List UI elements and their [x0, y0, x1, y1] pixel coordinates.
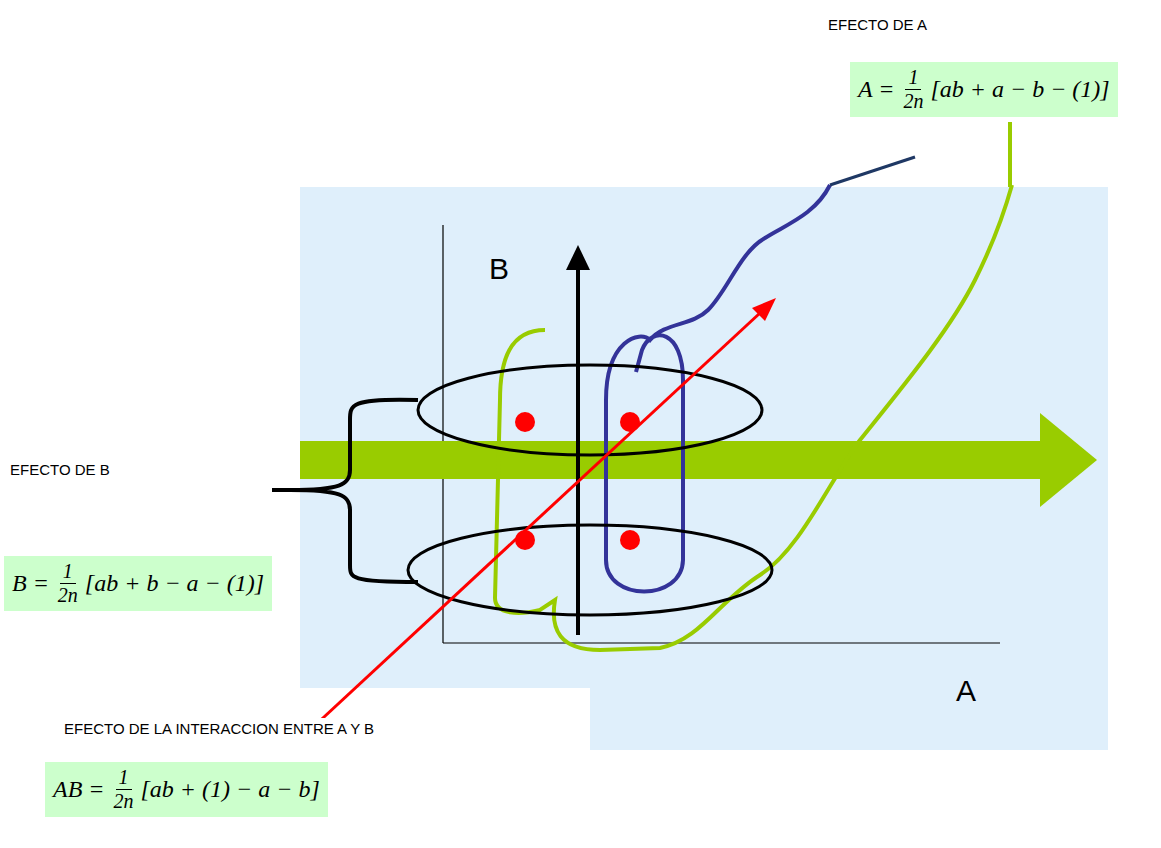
b-axis-arrow-head [566, 245, 590, 270]
green-leader [1008, 122, 1012, 187]
axis-b-label: B [489, 252, 509, 286]
interaction-arrow-head [752, 298, 776, 321]
formula-body: [ab + a − b − (1)] [930, 76, 1109, 103]
fraction: 12n [111, 766, 137, 813]
numerator: 1 [116, 766, 132, 790]
denominator: 2n [111, 790, 137, 813]
denominator: 2n [900, 90, 926, 113]
b-brace [290, 400, 418, 582]
bottom-ellipse [408, 525, 772, 615]
interaction-arrow [310, 313, 760, 730]
fraction: 12n [55, 560, 81, 607]
blue-leader [830, 157, 915, 185]
interaction-formula: AB =12n[ab + (1) − a − b] [45, 762, 328, 817]
formula-body: [ab + b − a − (1)] [85, 570, 264, 597]
effect-a-formula: A =12n[ab + a − b − (1)] [850, 62, 1118, 117]
axis-a [443, 642, 1000, 643]
formula-body: [ab + (1) − a − b] [141, 776, 320, 803]
effect-b-formula: B =12n[ab + b − a − (1)] [4, 556, 272, 611]
green-curve [495, 185, 1012, 650]
brace-tip [272, 488, 292, 492]
design-point [515, 412, 535, 432]
denominator: 2n [55, 584, 81, 607]
effect-b-label: EFECTO DE B [10, 461, 110, 478]
blue-curve [606, 185, 830, 592]
formula-lhs: AB = [53, 776, 105, 803]
a-effect-arrow-head [1040, 413, 1097, 507]
top-ellipse [418, 365, 762, 455]
interaction-label: EFECTO DE LA INTERACCION ENTRE A Y B [60, 718, 378, 739]
panel-ground [300, 187, 1108, 750]
numerator: 1 [60, 560, 76, 584]
fraction: 12n [900, 66, 926, 113]
numerator: 1 [905, 66, 921, 90]
design-point [515, 530, 535, 550]
formula-lhs: A = [858, 76, 894, 103]
formula-lhs: B = [12, 570, 49, 597]
effect-a-label: EFECTO DE A [828, 16, 927, 33]
b-axis-arrow [576, 268, 580, 635]
a-effect-arrow-shaft [300, 441, 1042, 479]
axis-a-label: A [956, 674, 976, 708]
design-point [620, 530, 640, 550]
